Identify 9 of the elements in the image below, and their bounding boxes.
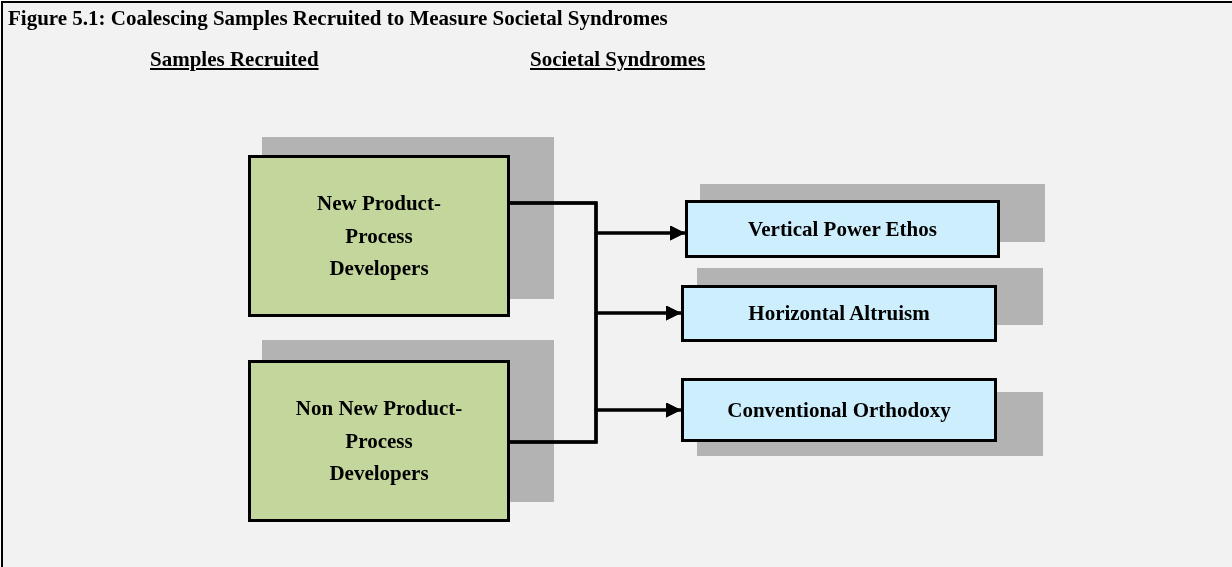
syndrome-box: Conventional Orthodoxy [681, 378, 997, 442]
syndrome-box: Vertical Power Ethos [685, 200, 1000, 258]
syndrome-box: Horizontal Altruism [681, 285, 997, 342]
sample-box: Non New Product-Process Developers [248, 360, 510, 522]
connector-arrow [510, 402, 681, 444]
figure-title: Figure 5.1: Coalescing Samples Recruited to Measure Societal Syndromes [8, 6, 668, 31]
column-heading: Societal Syndromes [530, 47, 706, 72]
sample-box: New Product-Process Developers [248, 155, 510, 317]
column-heading: Samples Recruited [150, 47, 319, 72]
